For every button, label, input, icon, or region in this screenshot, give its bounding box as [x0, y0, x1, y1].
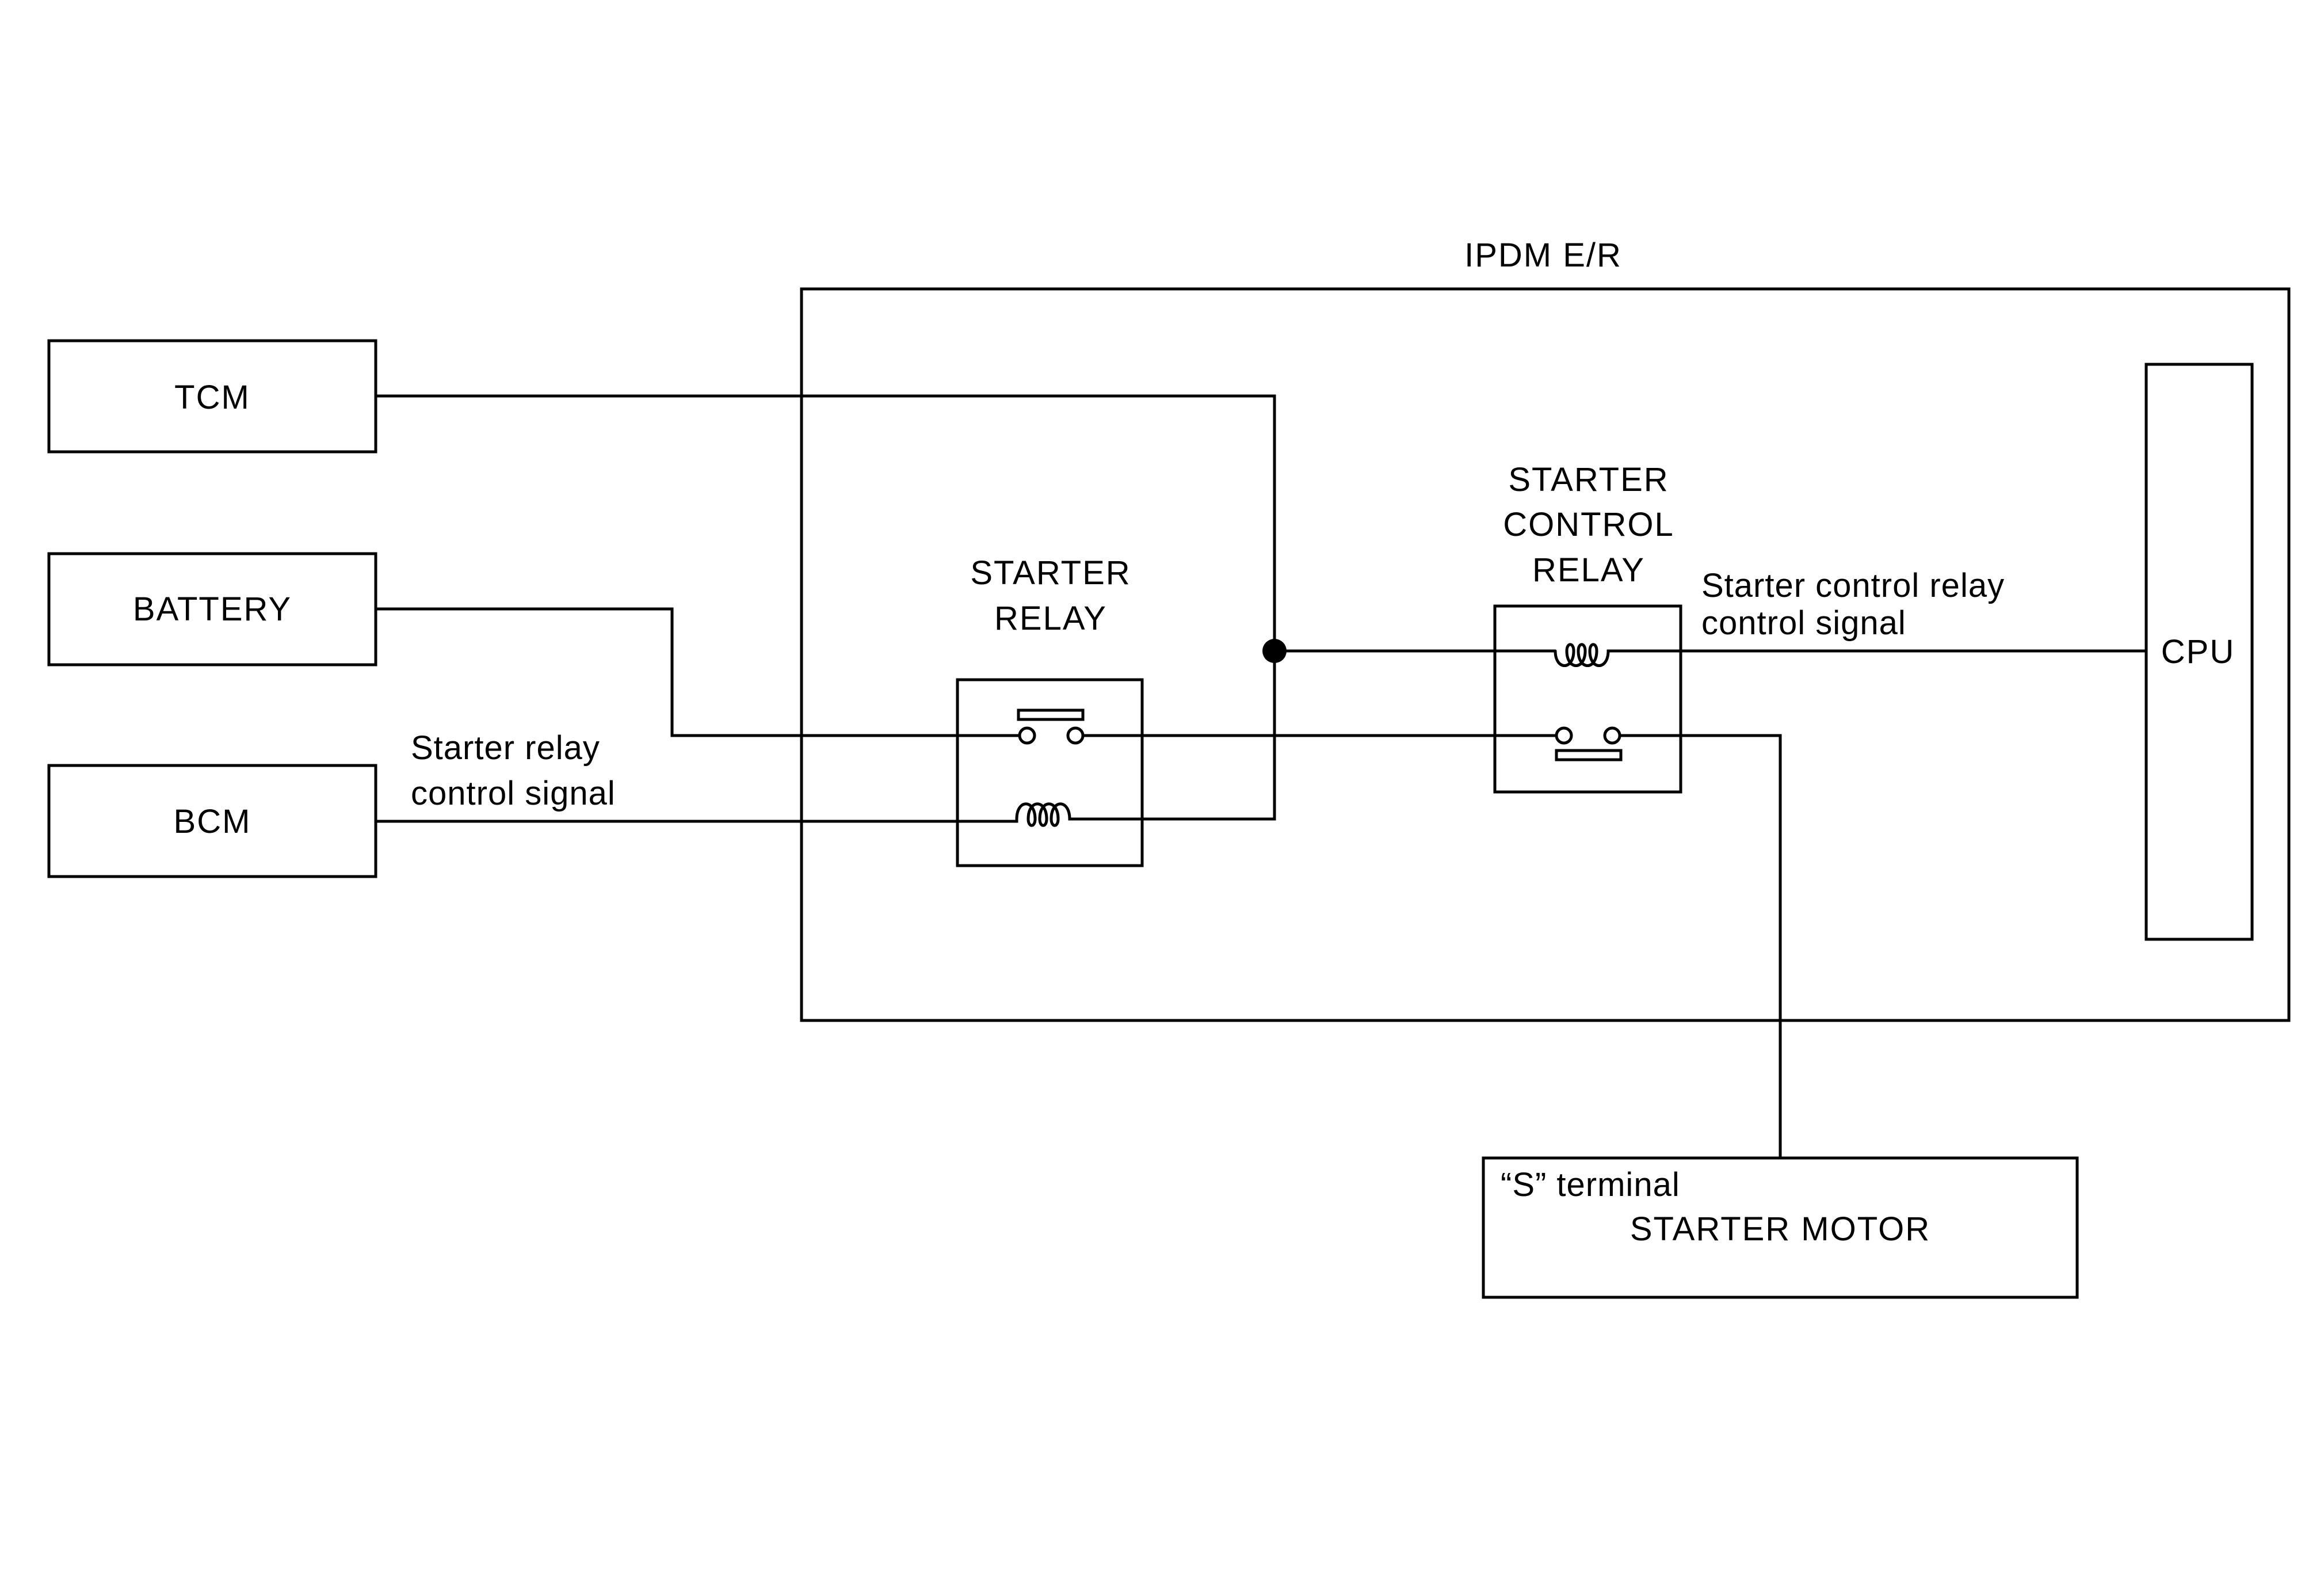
- battery-label: BATTERY: [133, 591, 292, 628]
- starter-control-relay-label-line1: STARTER: [1508, 461, 1669, 498]
- starter-motor-label: STARTER MOTOR: [1630, 1210, 1930, 1248]
- tcm-label: TCM: [174, 379, 250, 416]
- starter-relay-coil: [1015, 802, 1086, 827]
- starter-control-relay: STARTER CONTROL RELAY: [1493, 461, 1682, 794]
- wire-junction-dot: [1262, 639, 1287, 663]
- wire-control-relay-to-starter-motor: [1620, 734, 1782, 1158]
- starter-control-relay-control-signal-line2: control signal: [1701, 604, 1906, 642]
- ipdm-er-title: IPDM E/R: [1464, 237, 1622, 274]
- starter-relay-control-signal-line1: Starter relay: [411, 729, 600, 767]
- wire-tcm: [376, 394, 1276, 651]
- starter-motor: “S” terminal STARTER MOTOR: [1482, 1156, 2079, 1299]
- wire-bcm: [376, 819, 1018, 823]
- starter-control-relay-contact-bar: [1555, 749, 1623, 761]
- starter-control-relay-coil: [1554, 643, 1624, 667]
- cpu-label: CPU: [2161, 633, 2235, 671]
- bcm-module: BCM: [47, 764, 377, 878]
- starter-control-relay-label-line3: RELAY: [1532, 551, 1645, 589]
- cpu-module: CPU: [2144, 363, 2254, 941]
- starter-relay-label-line2: RELAY: [994, 600, 1107, 637]
- tcm-module: TCM: [47, 339, 377, 454]
- starter-relay-contact-left: [1018, 726, 1036, 745]
- starter-relay-control-signal-line2: control signal: [411, 775, 616, 812]
- starter-motor-s-terminal-label: “S” terminal: [1501, 1166, 1680, 1203]
- battery-module: BATTERY: [47, 552, 377, 666]
- bcm-label: BCM: [174, 803, 251, 840]
- starter-relay-contact-bar: [1017, 708, 1085, 721]
- wire-junction-to-starter-relay-coil: [1084, 651, 1276, 821]
- starter-control-relay-contact-right: [1603, 726, 1621, 745]
- starter-control-relay-label-line2: CONTROL: [1503, 506, 1674, 543]
- ipdm-er-enclosure: [800, 287, 2291, 1022]
- starter-relay-contact-right: [1066, 726, 1085, 745]
- starter-relay-label-line1: STARTER: [970, 554, 1131, 592]
- wire-battery: [376, 607, 1020, 737]
- starter-control-relay-contact-left: [1555, 726, 1573, 745]
- starter-control-relay-control-signal-line1: Starter control relay: [1701, 567, 2005, 604]
- starter-relay: STARTER RELAY: [956, 554, 1144, 867]
